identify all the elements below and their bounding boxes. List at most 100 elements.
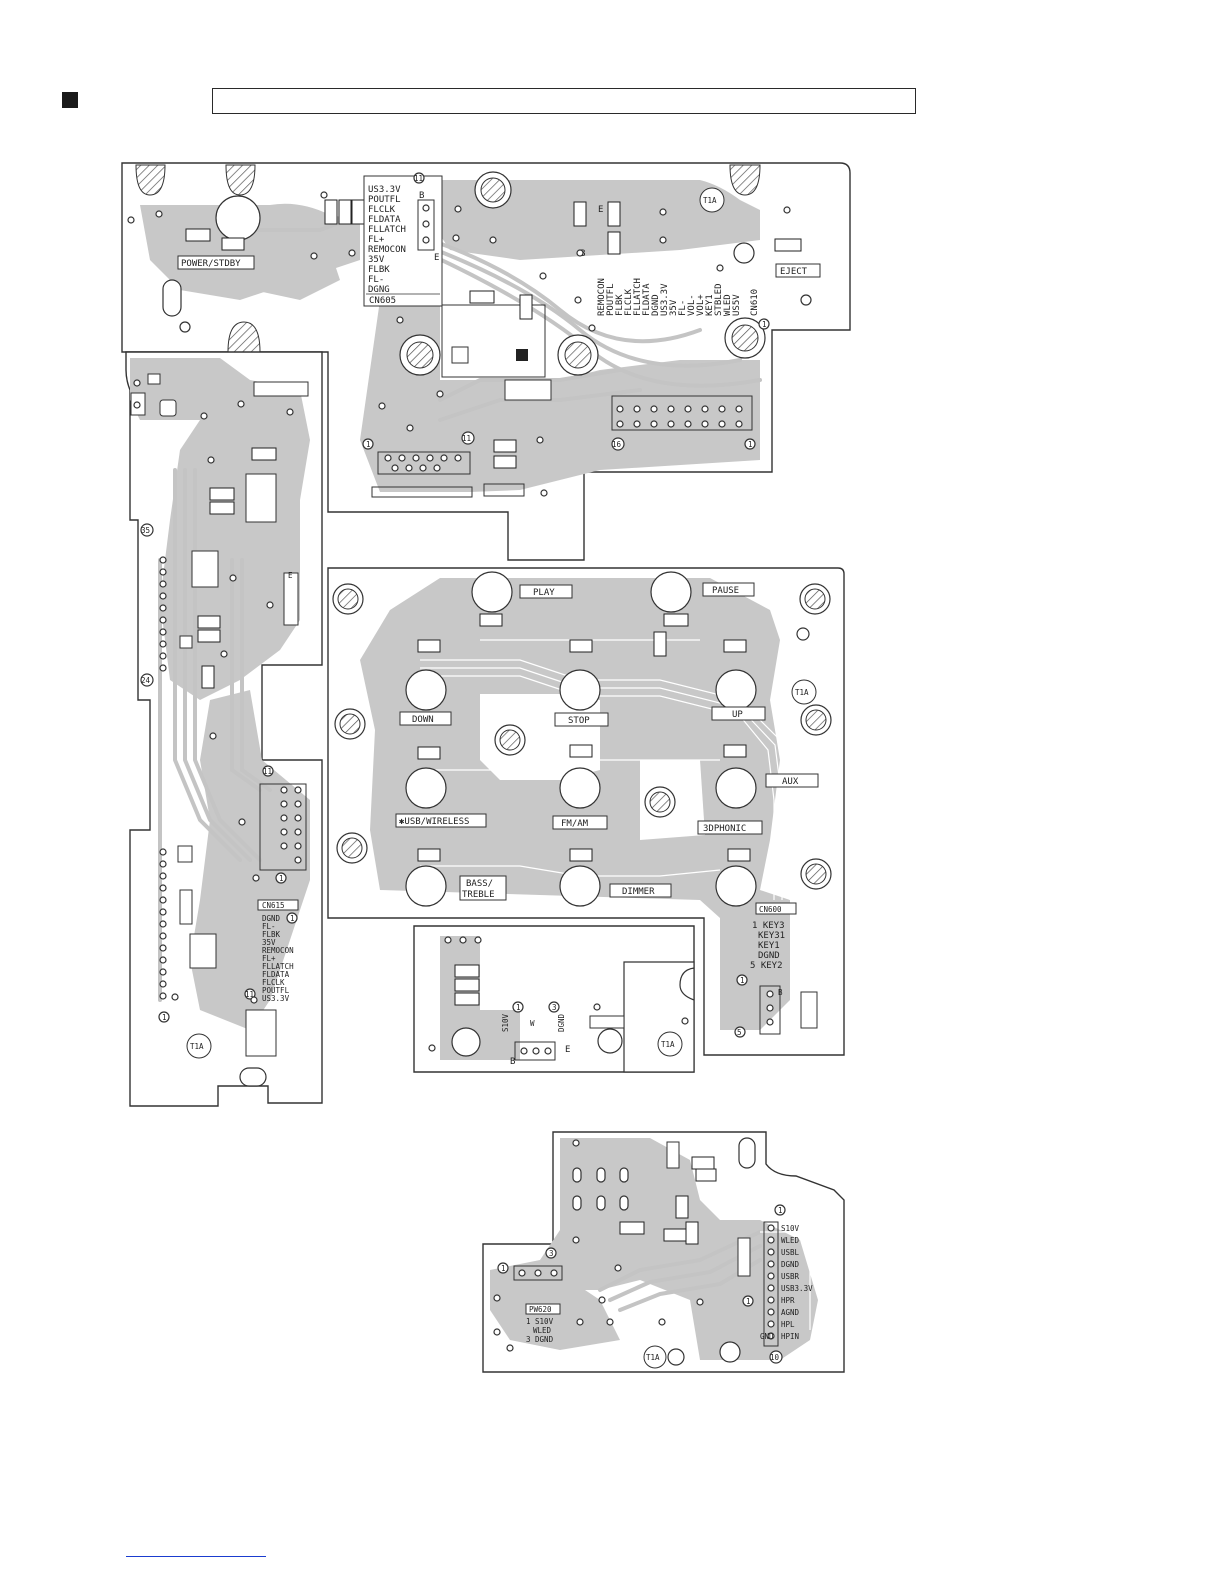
3dphonic-label: 3DPHONIC: [703, 824, 746, 834]
cn605-pin-label: FLLATCH: [368, 225, 406, 235]
pw620-pin-three: 3: [549, 1249, 554, 1258]
small-board-t1a: T1A: [661, 1040, 675, 1049]
top-board-pin-one-c: 1: [748, 440, 753, 449]
usb-wireless-label: ✱USB/WIRELESS: [399, 817, 469, 827]
cn610-pin-label: VOL-: [687, 294, 697, 316]
cn610-pin-label: KEY1: [705, 294, 715, 316]
treble-label: TREBLE: [462, 890, 495, 900]
top-board-pin-sixteen: 16: [612, 440, 622, 449]
bass-label: BASS/: [466, 879, 493, 889]
usb-pin-label: USB3.3V: [781, 1284, 813, 1293]
cn610-pin-label: DGND: [651, 294, 661, 316]
cn610-pin-label: FLBK: [615, 294, 625, 316]
cn605-pin-label: FL+: [368, 235, 385, 245]
usb-pin-gnd: GND: [760, 1332, 774, 1341]
usb-pin-label: AGND: [781, 1308, 800, 1317]
cn615-pin-label: FLLATCH: [262, 962, 294, 971]
usb-pin-label: HPIN: [781, 1332, 799, 1341]
cn605-footprint-pads: [384, 454, 462, 472]
cn615-pin-eleven: 11: [245, 990, 254, 999]
usb-board: 1 3 PW620 1 S10V WLED 3 DGND S10V WLED U…: [482, 1131, 845, 1373]
cn605-pin-label: FL-: [368, 275, 384, 285]
cn615-pin-label: REMOCON: [262, 946, 294, 955]
key-board-t1a: T1A: [795, 688, 809, 697]
power-standby-label: POWER/STDBY: [181, 259, 241, 269]
cn600-pin-one: 1: [740, 976, 745, 985]
cn610-pin-label: 35V: [669, 299, 679, 316]
cn615-pin-label: 35V: [262, 938, 276, 947]
cn605-pin-label: REMOCON: [368, 245, 406, 255]
pw620-pin-label: WLED: [533, 1326, 552, 1335]
cn615-pin-label: FL-: [262, 922, 276, 931]
cn605-pin-eleven: 11: [414, 174, 423, 183]
pw620-pin-label: 1 S10V: [526, 1317, 554, 1326]
pw620-pin-one: 1: [501, 1264, 506, 1273]
fm-am-label: FM/AM: [561, 819, 589, 829]
usb-board-pin-labels: S10V WLED USBL DGND USBR USB3.3V HPR AGN…: [767, 1224, 813, 1341]
cn605-pin-label: 35V: [368, 255, 385, 265]
left-board: CN615 DGND FL- FLBK 35V REMOCON FL+ FLLA…: [125, 351, 323, 1107]
cn605-pin-label: DGNG: [368, 285, 390, 295]
left-board-connector-pads: [280, 786, 302, 864]
small-board-pin-three: 3: [552, 1003, 557, 1012]
usb-pin-label: HPL: [781, 1320, 795, 1329]
usb-pin-one-b: 1: [746, 1297, 751, 1306]
top-board: US3.3V POUTFL FLCLK FLDATA FLLATCH FL+ R…: [121, 162, 851, 561]
small-board-pin-one: 1: [516, 1003, 521, 1012]
left-board-pin-one: 1: [279, 874, 284, 883]
cn610-pin-label: US5V: [732, 294, 742, 316]
cn610-name: CN610: [750, 289, 760, 316]
cn600-pin-five: 5: [737, 1028, 742, 1037]
left-board-pin-one-b: 1: [162, 1013, 167, 1022]
cn605-marker-b: B: [419, 191, 424, 201]
small-board-pin-label: DGND: [557, 1013, 566, 1032]
cn610-pin-label: WLED: [723, 294, 733, 316]
usb-board-vias: [493, 1139, 704, 1352]
cn610-pin-label: FL-: [678, 300, 688, 316]
top-board-marker-e: E: [598, 205, 603, 215]
cn610-pin-labels: REMOCON POUTFL FLBK FLCLK FLLATCH FLDATA…: [597, 278, 760, 316]
top-board-pin-one-b: 1: [366, 440, 371, 449]
cn605-pin-label: US3.3V: [368, 185, 401, 195]
cn605-pin-label: FLBK: [368, 265, 390, 275]
aux-label: AUX: [782, 777, 799, 787]
up-label: UP: [732, 710, 743, 720]
stop-label: STOP: [568, 716, 590, 726]
usb-pin-label: WLED: [781, 1236, 800, 1245]
cn605-pin-label: FLDATA: [368, 215, 401, 225]
pause-label: PAUSE: [712, 586, 739, 596]
small-board-marker-e: E: [565, 1045, 570, 1055]
down-label: DOWN: [412, 715, 434, 725]
cn610-pin-label: STBLED: [714, 283, 724, 316]
cn605-pin-label: POUTFL: [368, 195, 401, 205]
cn600-pin-label: DGND: [758, 951, 780, 961]
cn600-pin-label: KEY1: [758, 941, 780, 951]
eject-label: EJECT: [780, 267, 808, 277]
pw620-name: PW620: [529, 1305, 552, 1314]
cn610-pin-label: POUTFL: [606, 283, 616, 316]
cn610-pin-label: FLLATCH: [633, 278, 643, 316]
cn615-pin-label: DGND: [262, 914, 281, 923]
top-board-vias: [127, 191, 791, 497]
usb-pin-ten: 10: [770, 1353, 780, 1362]
usb-board-slots: [572, 1137, 756, 1211]
top-board-t1a: T1A: [703, 196, 717, 205]
key-board: PLAY PAUSE DOWN STOP UP AUX ✱USB/WIRELES…: [327, 567, 845, 1056]
cn600-pin-b: B: [778, 988, 783, 997]
top-board-pin-one: 1: [762, 320, 767, 329]
cn615-pin-one: 1: [290, 914, 295, 923]
top-board-pin-eleven: 11: [462, 434, 471, 443]
cn600-pin-labels: 1 KEY3 KEY31 KEY1 DGND 5 KEY2: [750, 921, 785, 971]
cn615-pin-label: POUTFL: [262, 986, 290, 995]
usb-pin-label: USBL: [781, 1248, 800, 1257]
top-board-pad-row: [616, 405, 743, 428]
cn615-pin-label: FL+: [262, 954, 276, 963]
footer-link-line[interactable]: [126, 1556, 266, 1557]
cn600-pin-label: 5 KEY2: [750, 961, 783, 971]
cn605-marker-e: E: [434, 253, 439, 263]
cn605-pin-label: FLCLK: [368, 205, 396, 215]
small-board: B E 1 3 S10V DGND W T1A: [413, 925, 695, 1073]
cn605-pin-labels: US3.3V POUTFL FLCLK FLDATA FLLATCH FL+ R…: [368, 185, 406, 295]
left-board-t1a: T1A: [190, 1042, 204, 1051]
